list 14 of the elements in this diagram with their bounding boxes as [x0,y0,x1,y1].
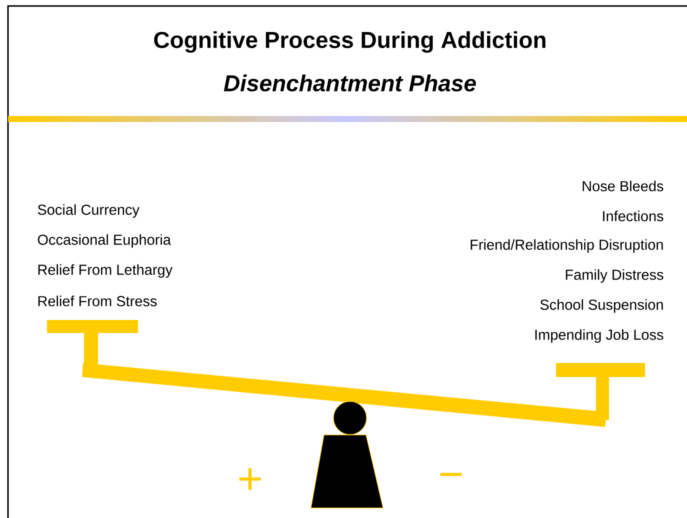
minus-sign: − [440,472,462,476]
cost-text: Nose Bleeds [582,180,664,192]
benefit-text: Social Currency [38,204,140,218]
benefit-text: Relief From Lethargy [38,264,173,278]
subtitle: Disenchantment Phase [224,74,476,92]
cost-text: School Suspension [540,299,663,313]
cost-text: Impending Job Loss [535,329,664,343]
cost-text: Friend/Relationship Disruption [470,239,663,253]
cost-text: Family Distress [566,269,664,283]
cost-text: Infections [603,210,664,222]
plus-sign: + [239,468,261,490]
benefit-text: Occasional Euphoria [38,234,171,248]
benefit-text: Relief From Stress [38,296,157,306]
title: Cognitive Process During Addiction [154,31,546,53]
